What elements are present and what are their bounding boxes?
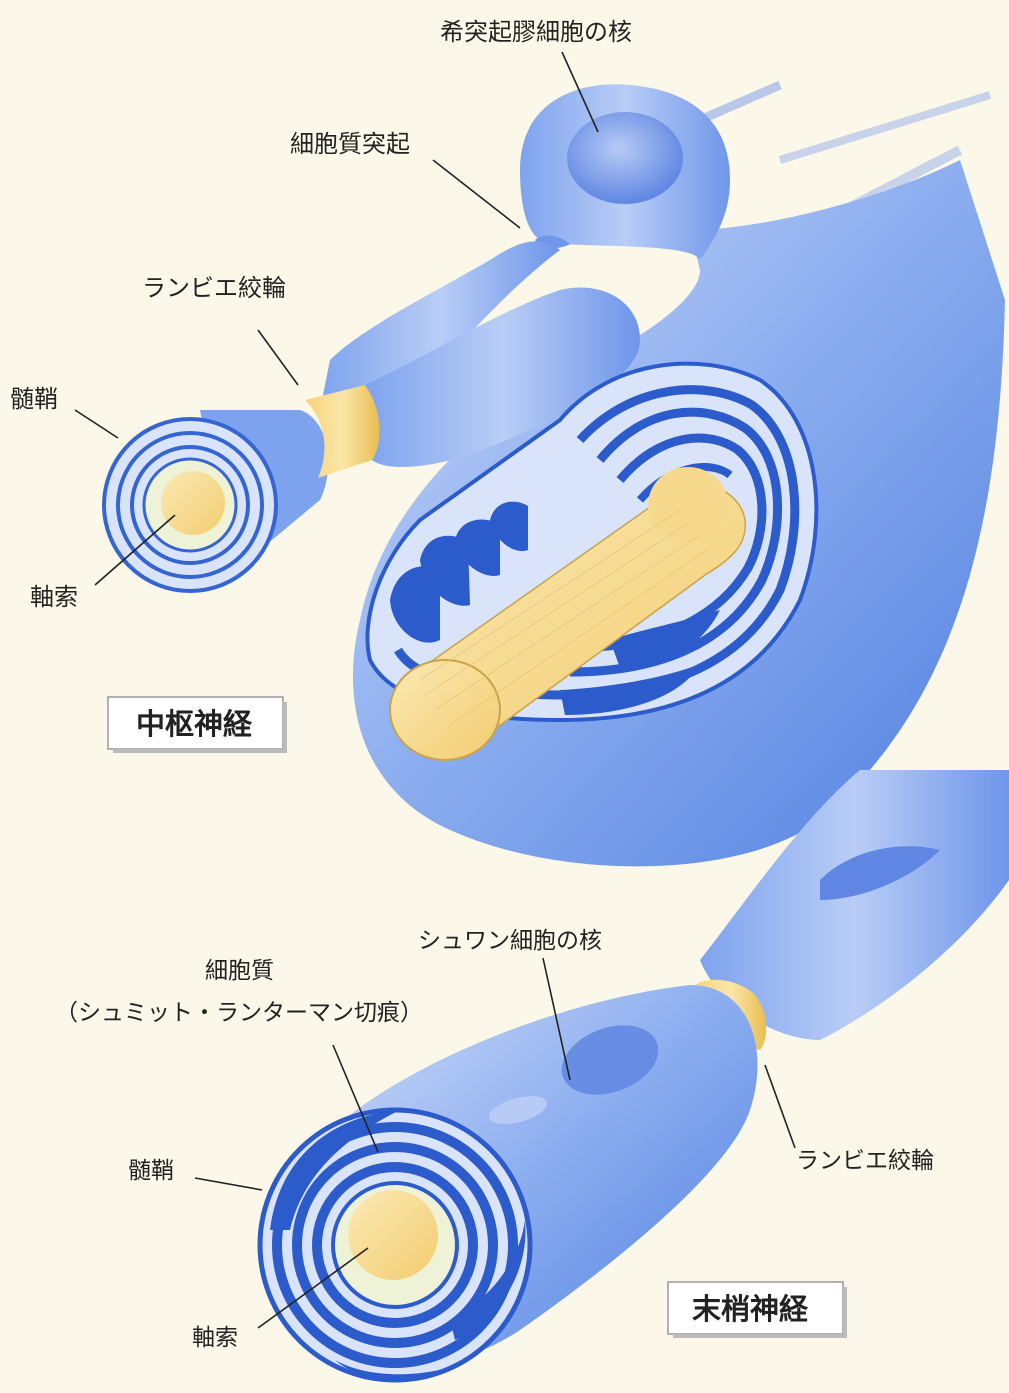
small-axon — [161, 471, 225, 535]
oligodendrocyte-nucleus — [567, 112, 683, 204]
label-schmidt-lanterman: （シュミット・ランターマン切痕） — [55, 1000, 423, 1026]
peripheral-nerve-title: 末梢神経 — [692, 1292, 809, 1326]
label-oligodendrocyte-nucleus: 希突起膠細胞の核 — [440, 18, 632, 46]
label-central-myelin-sheath: 髄鞘 — [10, 385, 58, 413]
label-peripheral-myelin-sheath: 髄鞘 — [128, 1158, 174, 1184]
label-schwann-nucleus: シュワン細胞の核 — [418, 928, 602, 954]
label-central-axon: 軸索 — [30, 583, 78, 611]
label-cytoplasm: 細胞質 — [205, 958, 274, 984]
central-nerve-box: 中枢神経 — [108, 697, 287, 753]
peripheral-sheath-cross-section — [260, 1110, 530, 1381]
peripheral-axon — [348, 1190, 438, 1280]
peripheral-nerve-box: 末梢神経 — [668, 1282, 847, 1338]
label-peripheral-node-of-ranvier: ランビエ絞輪 — [796, 1148, 934, 1174]
label-peripheral-axon: 軸索 — [192, 1325, 238, 1351]
central-nerve-title: 中枢神経 — [136, 707, 253, 741]
label-cytoplasmic-process: 細胞質突起 — [290, 130, 410, 158]
label-central-node-of-ranvier: ランビエ絞輪 — [142, 274, 286, 302]
